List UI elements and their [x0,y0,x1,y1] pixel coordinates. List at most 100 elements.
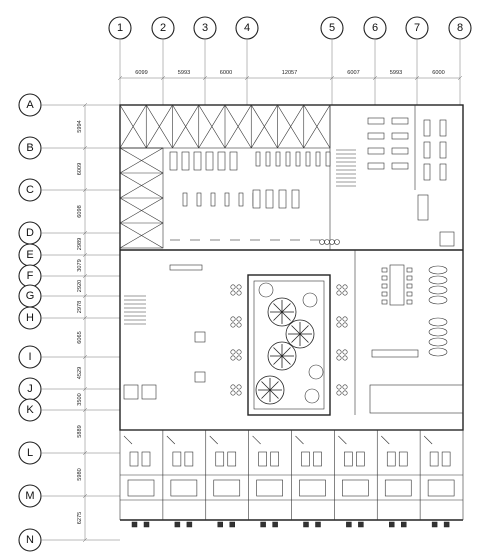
stool [329,239,335,245]
lounge-chair [230,384,236,390]
chair [315,521,321,528]
row-dimension: 6065 [77,331,83,343]
row-dimension: 5994 [77,120,83,132]
chair [210,192,216,207]
lounge-chair [230,316,236,322]
cabinet [265,189,274,209]
dimension-tick [457,75,463,81]
column-dimension: 6007 [347,70,359,76]
lounge-seat [428,337,448,347]
wardrobe [169,151,178,171]
column-dimension: 6099 [135,70,147,76]
row-label: B [26,142,33,154]
bathroom [170,479,198,497]
row-dimension: 2989 [77,238,83,250]
tree-branch [291,325,301,335]
dimension-tick [82,187,88,193]
tree-branch [299,325,309,335]
row-label: H [26,312,34,324]
bathroom [384,479,412,497]
dimension-tick [414,75,420,81]
chair [315,151,321,167]
dimension-tick [82,386,88,392]
row-label: M [25,490,34,502]
row-label: C [26,184,34,196]
dimension-tick [202,75,208,81]
tree-canopy [267,297,297,327]
courtyard-inner [253,280,325,410]
wardrobe [193,151,202,171]
dimension-tick [82,293,88,299]
wardrobe [205,151,214,171]
row-dimension: 3500 [77,393,83,405]
row-dimension: 5980 [77,468,83,480]
dimension-tick [82,407,88,413]
chair [196,192,202,207]
tree-branch [281,355,291,365]
shaft [439,231,455,247]
dimension-tick [82,450,88,456]
desk [423,163,431,181]
bed [301,451,310,467]
row-bubble [18,484,42,508]
dimension-tick [82,252,88,258]
lounge-chair [342,322,348,328]
chair [443,521,450,528]
cabinet [252,189,261,209]
bed [227,451,237,467]
lounge-chair [342,349,348,355]
table [194,331,206,343]
stool [319,239,325,245]
lounge-seat [428,265,448,275]
dimension-tick [82,315,88,321]
lounge-chair [336,284,342,290]
tree-branch [269,389,279,399]
grid-lines [42,40,463,543]
bed [184,451,194,467]
tree-branch [273,303,283,313]
lounge-chair [342,290,348,296]
dimension-tick [82,102,88,108]
column-label: 1 [117,22,123,34]
chair [238,192,244,207]
desk [367,117,385,125]
lounge-chair [342,355,348,361]
door-swing [423,435,433,445]
column-label: 3 [202,22,208,34]
column-bubble [235,16,259,40]
chair [186,521,193,528]
lounge-chair [236,322,242,328]
bathroom [127,479,155,497]
column-bubble [151,16,175,40]
lounge-seat [428,295,448,305]
dimension-tick [82,230,88,236]
chair [174,521,181,528]
bed [129,451,139,467]
truss-brace [303,104,331,149]
tree-branch [261,381,271,391]
wardrobe [181,151,190,171]
lounge-chair [342,316,348,322]
tree-branch [291,333,301,343]
lounge-chair [236,384,242,390]
row-label: F [27,270,34,282]
row-dimension: 6009 [77,163,83,175]
column-bubble [405,16,429,40]
furniture [123,117,455,400]
desk [391,117,409,125]
chair [131,521,138,528]
tree-branch [281,311,291,321]
chair [272,521,278,528]
chair [265,151,271,167]
column-dimension: 12057 [282,70,298,76]
lounge-chair [230,390,236,396]
truss-brace [119,104,147,149]
column-label: 8 [457,22,463,34]
desk [391,132,409,140]
chair [255,151,261,167]
stool [324,239,330,245]
chair [358,521,364,528]
dimension-tick [117,75,123,81]
roof-trusses [119,104,331,249]
